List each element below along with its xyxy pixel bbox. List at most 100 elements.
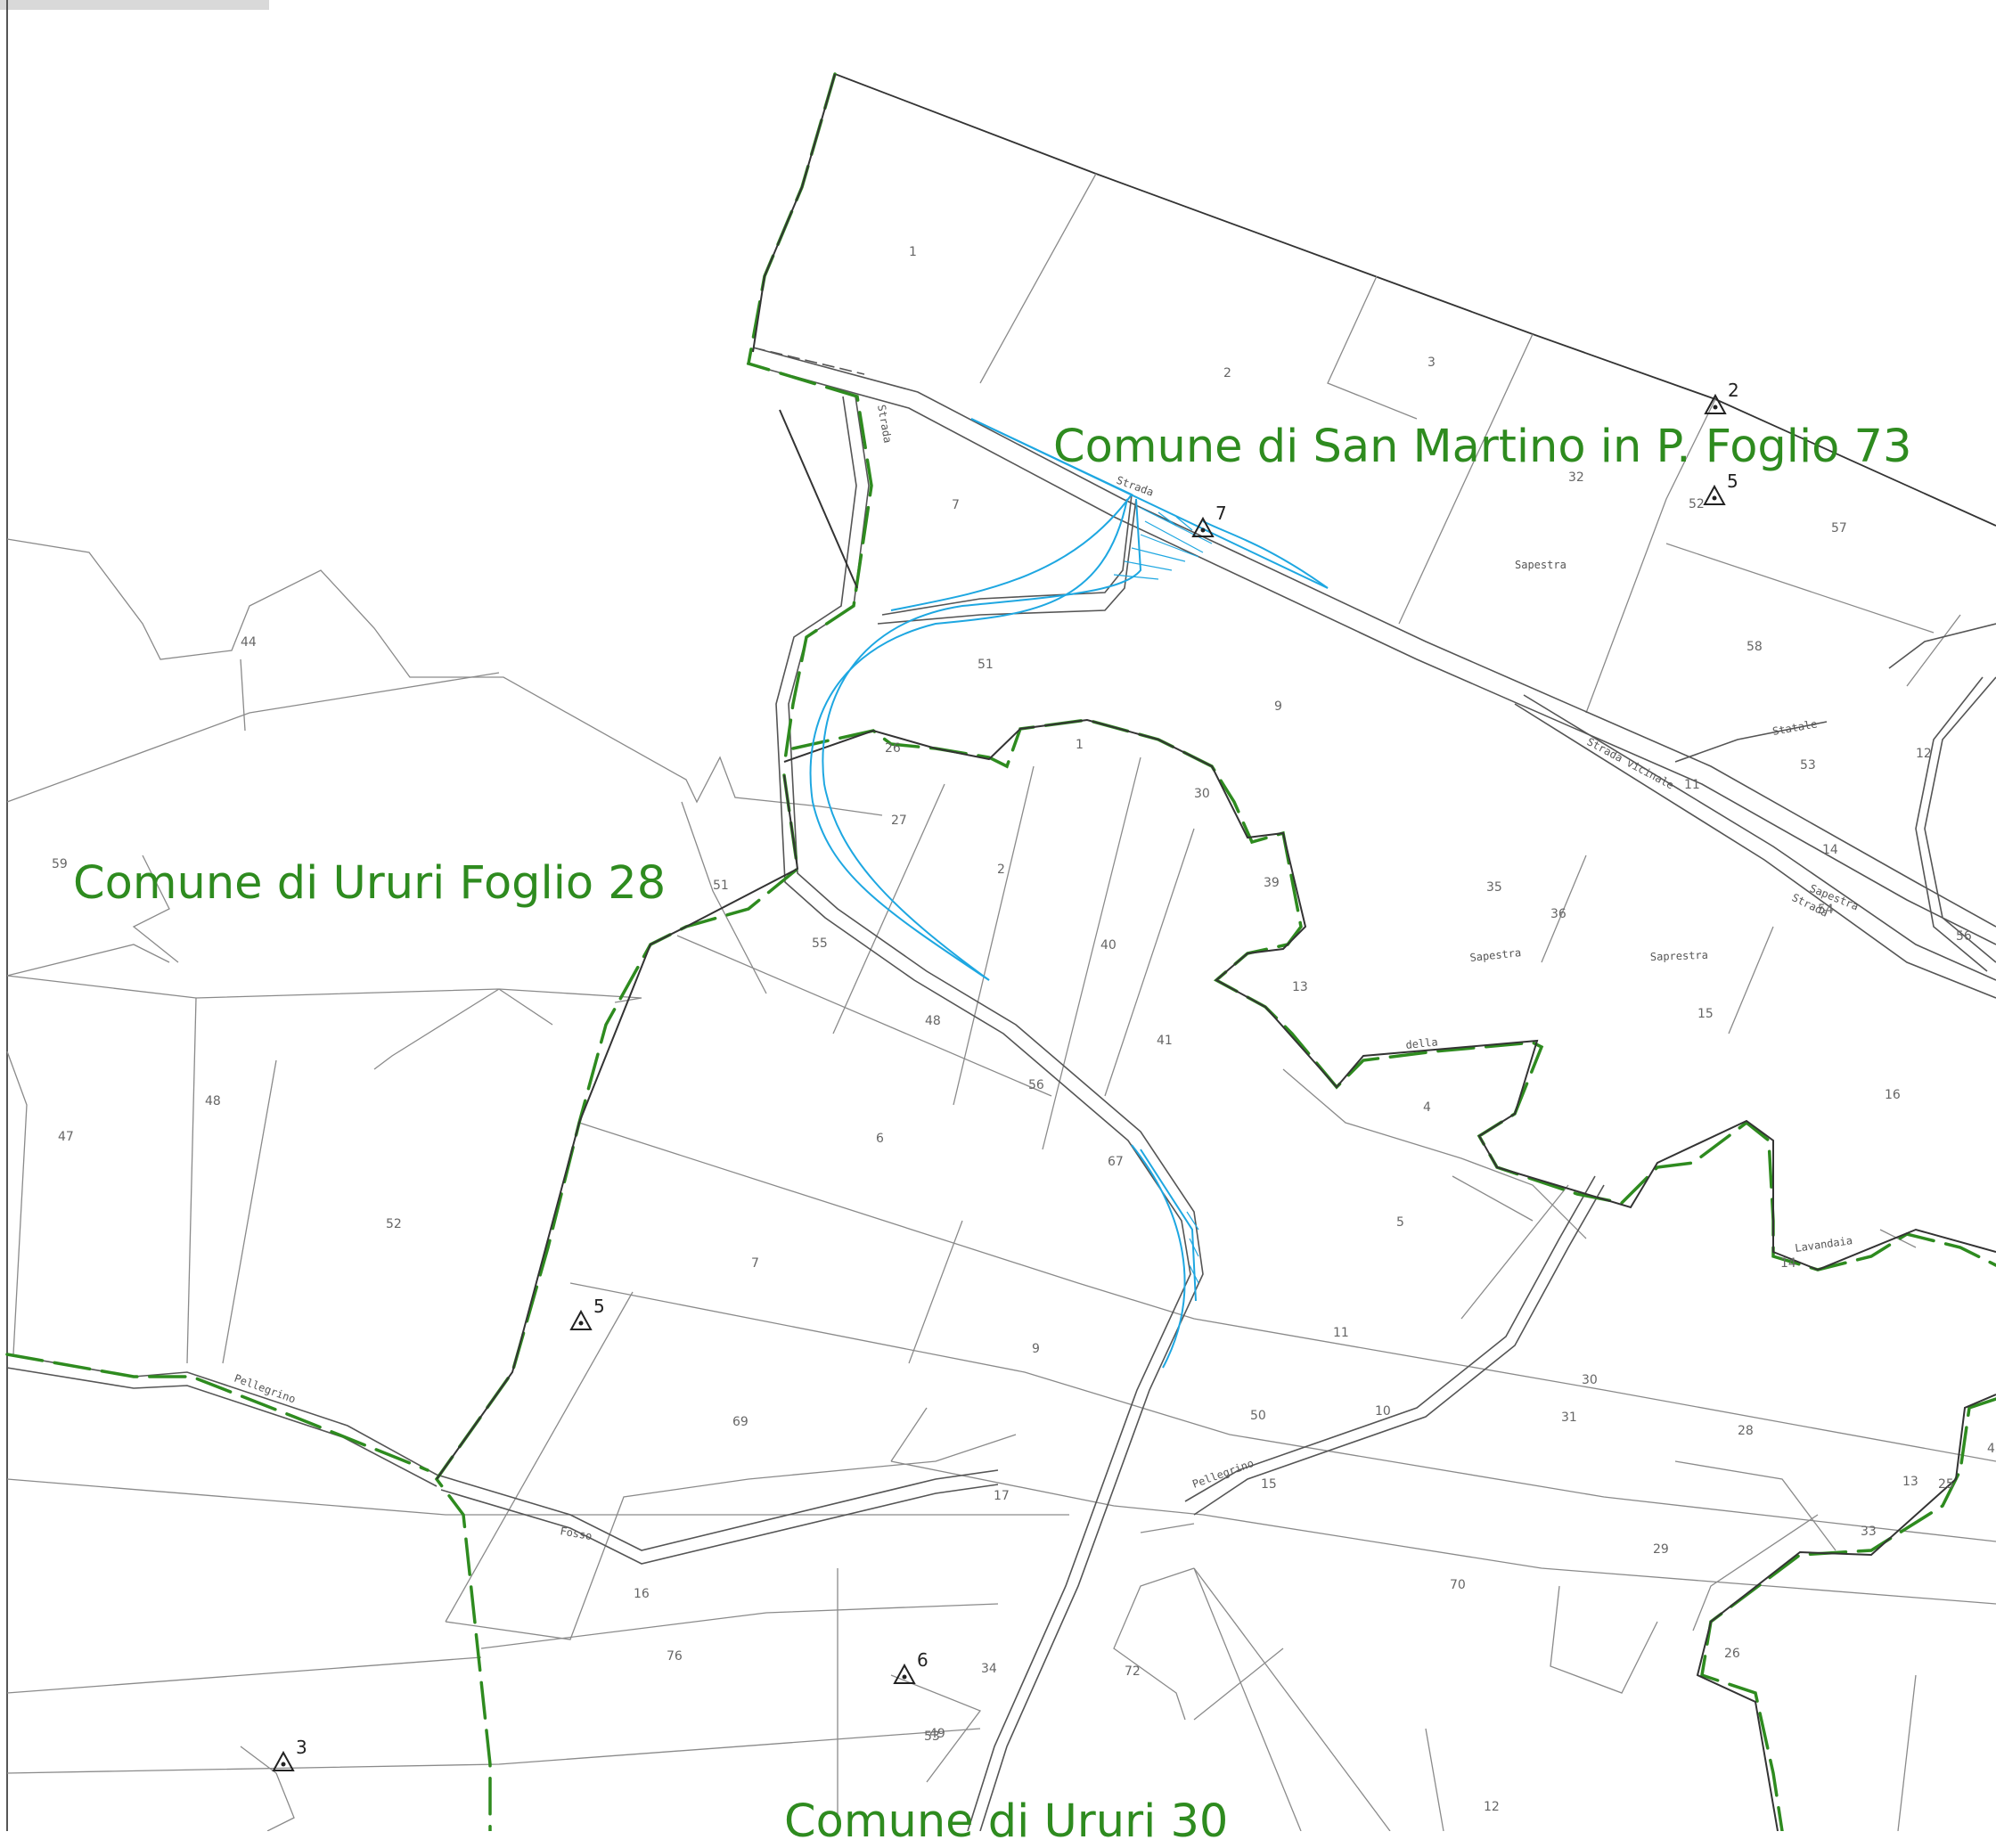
parcel-number: 69	[732, 1415, 748, 1429]
survey-marker-number: 3	[296, 1737, 307, 1758]
survey-marker-dot	[1713, 405, 1718, 410]
survey-marker-number: 2	[1728, 380, 1739, 401]
parcel-number: 76	[667, 1649, 683, 1664]
parcel-number: 10	[1375, 1404, 1391, 1419]
scroll-tab[interactable]	[0, 0, 269, 10]
parcel-number: 5	[1396, 1215, 1404, 1230]
parcel-number: 14	[1822, 843, 1838, 857]
parcel-number: 58	[1746, 640, 1763, 654]
parcel-number: 48	[925, 1014, 941, 1028]
parcel-number: 13	[1902, 1475, 1918, 1489]
road-name: Statale	[1771, 717, 1818, 738]
parcel-number: 2	[1223, 366, 1231, 380]
parcel-number: 51	[713, 879, 729, 893]
parcel-number: 15	[1697, 1007, 1714, 1021]
cadastral-parcel-lines	[6, 73, 1996, 1831]
label-san-martino: Comune di San Martino in P. Foglio 73	[1053, 421, 1912, 473]
parcel-number: 4	[1423, 1100, 1431, 1115]
parcel-number: 11	[1333, 1326, 1349, 1340]
road-name: Sapestra	[1515, 559, 1567, 571]
road-name: Strada vicinale	[1585, 735, 1676, 791]
parcel-number: 6	[876, 1132, 884, 1146]
parcel-number: 55	[812, 936, 828, 951]
road-name: della	[1405, 1035, 1438, 1051]
parcel-number: 59	[52, 857, 68, 871]
parcel-number: 45	[1987, 1442, 1996, 1456]
parcel-number: 48	[205, 1094, 221, 1108]
left-border	[6, 0, 8, 1831]
survey-marker-dot	[1200, 527, 1206, 533]
parcel-number: 47	[58, 1130, 74, 1144]
parcel-number: 72	[1125, 1664, 1141, 1679]
survey-marker-icon	[1704, 393, 1727, 414]
survey-marker-number: 7	[1215, 503, 1227, 524]
survey-marker-dot	[1712, 495, 1717, 501]
parcel-numbers: 1237325257585191253126273023940415548566…	[52, 245, 1996, 1814]
road-name: Sapestra	[1469, 946, 1522, 964]
road-name: Saprestra	[1650, 949, 1708, 963]
parcel-number: 53	[924, 1729, 940, 1744]
parcel-number: 50	[1250, 1409, 1266, 1423]
parcel-number: 53	[1800, 758, 1816, 773]
survey-marker-icon	[893, 1663, 916, 1684]
parcel-number: 56	[1028, 1078, 1044, 1092]
parcel-number: 49	[929, 1727, 945, 1741]
parcel-number: 34	[981, 1662, 997, 1676]
parcel-number: 16	[634, 1587, 650, 1601]
parcel-number: 13	[1292, 980, 1308, 994]
parcel-number: 39	[1264, 876, 1280, 890]
road-name: Strada	[875, 404, 894, 444]
road-name: Fosso	[559, 1525, 593, 1542]
parcel-number: 56	[1956, 929, 1972, 944]
parcel-number: 3	[1427, 356, 1436, 370]
parcel-number: 44	[241, 635, 257, 650]
parcel-number: 1	[1076, 738, 1084, 752]
label-ururi-30: Comune di Ururi 30	[784, 1795, 1229, 1848]
parcel-number: 31	[1561, 1411, 1577, 1425]
parcel-number: 28	[1738, 1424, 1754, 1438]
parcel-number: 32	[1568, 470, 1584, 485]
parcel-number: 30	[1582, 1373, 1598, 1387]
existing-roads	[6, 347, 1996, 1831]
parcel-number: 52	[386, 1217, 402, 1231]
road-name: Pellegrino	[1190, 1457, 1256, 1491]
survey-marker-icon	[569, 1309, 593, 1330]
survey-marker-number: 5	[593, 1296, 605, 1317]
proposed-road-hatching	[1113, 507, 1213, 1284]
parcel-number: 33	[1861, 1525, 1877, 1539]
parcel-number: 11	[1684, 778, 1700, 792]
parcel-number: 12	[1484, 1800, 1500, 1814]
municipal-boundary-solid	[436, 73, 1996, 1831]
road-name: Pellegrino	[233, 1372, 298, 1406]
survey-marker-dot	[578, 1321, 584, 1326]
parcel-number: 67	[1108, 1155, 1124, 1169]
parcel-number: 25	[1938, 1477, 1954, 1492]
parcel-number: 7	[751, 1256, 759, 1271]
road-name: Strada	[1115, 474, 1156, 499]
parcel-number: 17	[994, 1489, 1010, 1503]
parcel-number: 16	[1885, 1088, 1901, 1102]
parcel-number: 15	[1261, 1477, 1277, 1492]
survey-marker-dot	[281, 1762, 286, 1767]
label-ururi-28: Comune di Ururi Foglio 28	[73, 857, 667, 910]
parcel-number: 26	[885, 741, 901, 756]
parcel-number: 52	[1689, 497, 1705, 511]
parcel-number: 14	[1780, 1256, 1796, 1271]
parcel-number: 27	[891, 814, 907, 828]
parcel-number: 35	[1486, 880, 1502, 895]
parcel-number: 1	[909, 245, 917, 259]
parcel-number: 51	[978, 658, 994, 672]
parcel-number: 30	[1194, 787, 1210, 801]
parcel-number: 54	[1818, 903, 1834, 917]
road-name: Lavandaia	[1794, 1234, 1853, 1255]
survey-marker-dot	[902, 1674, 907, 1680]
survey-marker-icon	[272, 1750, 295, 1771]
survey-marker-number: 6	[917, 1649, 928, 1671]
parcel-number: 29	[1653, 1542, 1669, 1557]
parcel-number: 9	[1032, 1342, 1040, 1356]
parcel-number: 2	[997, 863, 1005, 877]
parcel-number: 12	[1916, 747, 1932, 761]
